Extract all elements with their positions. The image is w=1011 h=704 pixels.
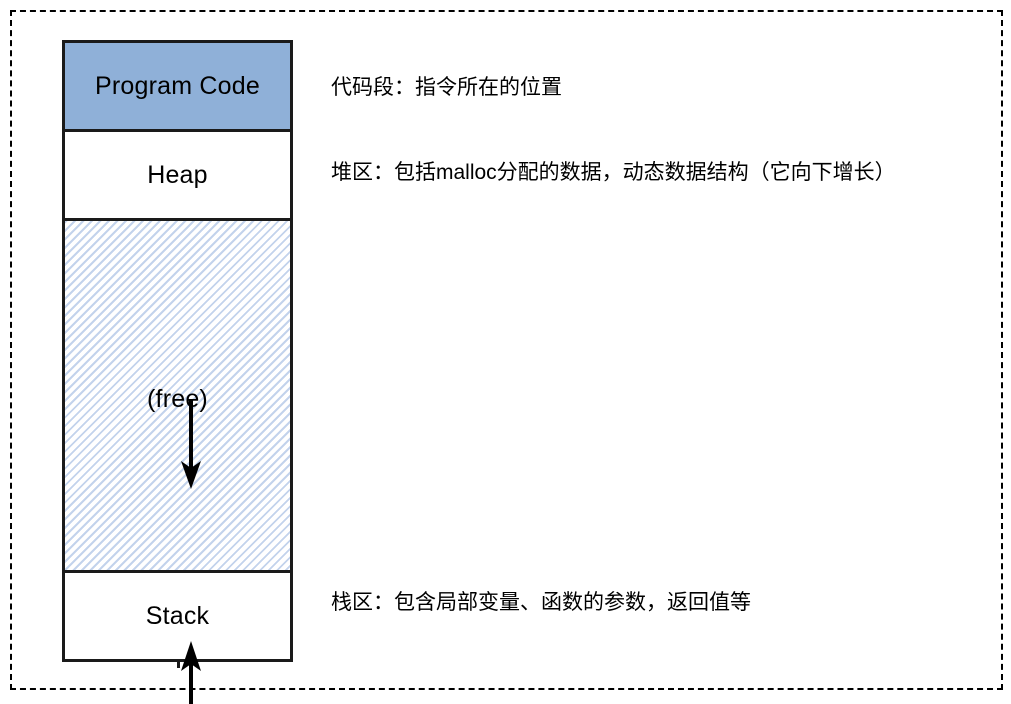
annotation-stack: 栈区：包含局部变量、函数的参数，返回值等: [331, 591, 751, 614]
segment-heap-label: Heap: [147, 160, 208, 189]
segment-heap: Heap: [65, 132, 290, 221]
annotation-heap: 堆区：包括malloc分配的数据，动态数据结构（它向下增长）: [331, 161, 896, 184]
annotation-program-code: 代码段：指令所在的位置: [331, 76, 562, 99]
segment-free-label: (free): [147, 385, 208, 413]
segment-free: (free): [65, 221, 290, 704]
segment-stack: Stack: [65, 573, 290, 659]
segment-program-code: Program Code: [65, 43, 290, 132]
segment-stack-label: Stack: [145, 601, 210, 630]
dashed-page-border: [10, 10, 1003, 690]
memory-layout-column: Program Code Heap (free) Stack: [62, 40, 293, 704]
stack-bottom-tick: [177, 659, 180, 668]
segment-program-code-label: Program Code: [95, 71, 260, 100]
